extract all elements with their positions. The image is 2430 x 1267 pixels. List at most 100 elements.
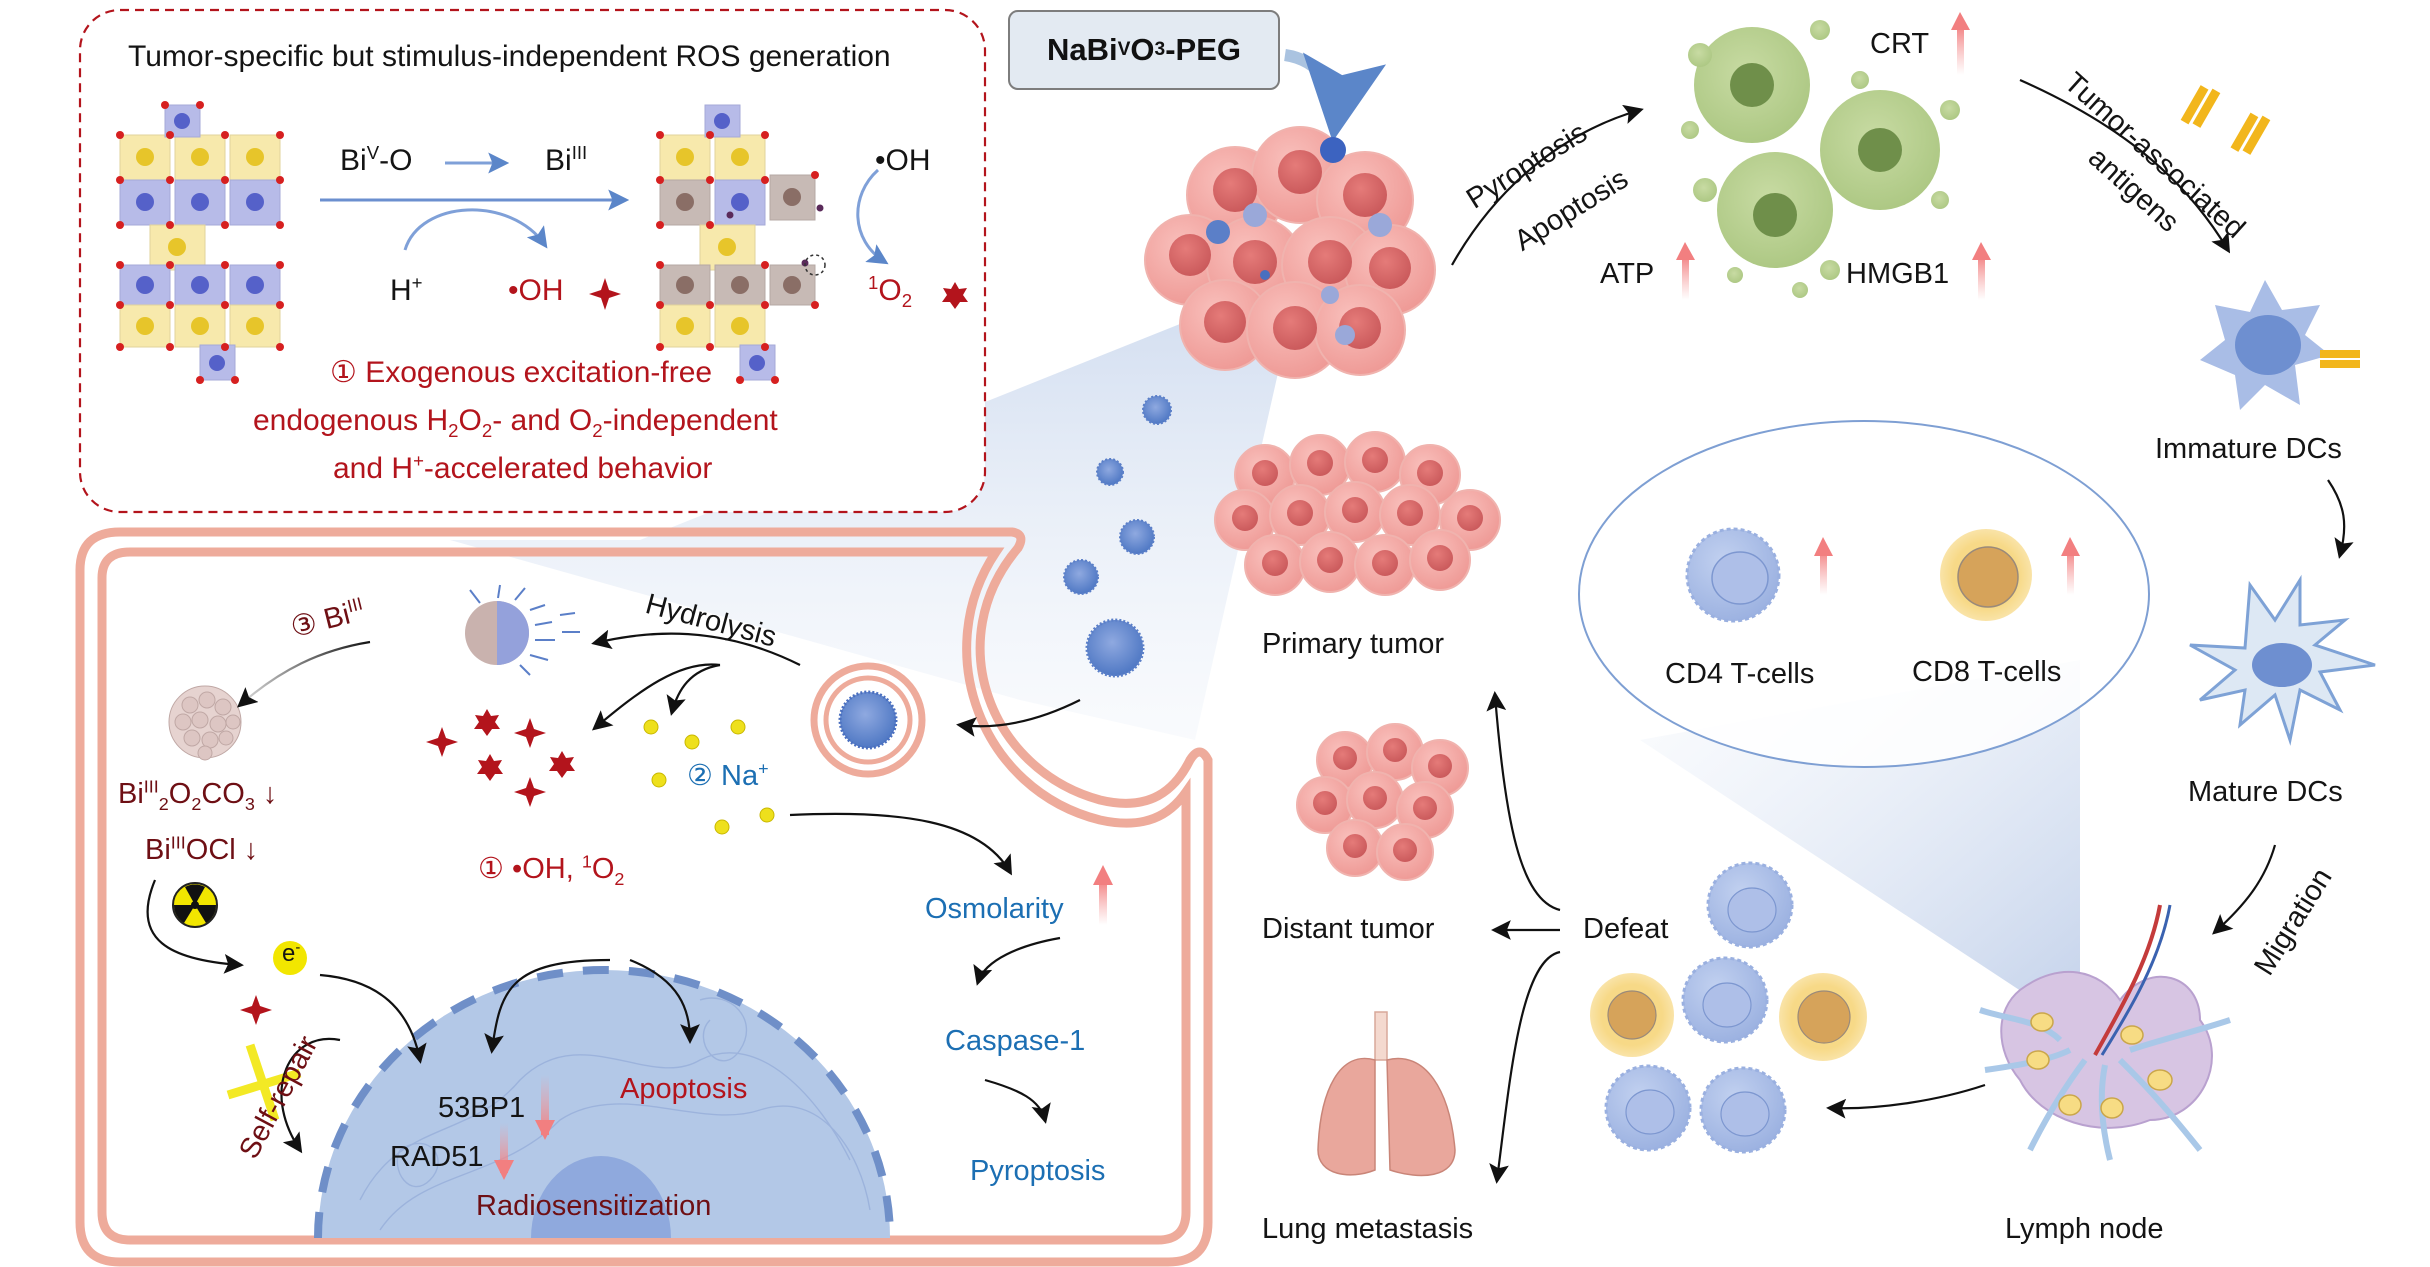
migration-arrow [2212,844,2277,935]
nanoparticle-icon [838,690,898,750]
up-arrow-icon [2061,537,2080,556]
bi2o2co3-label: BiIII2O2CO3 ↓ [118,776,278,814]
up-arrow-icon [1682,255,1689,300]
sodium-ion-label: ② Na+ [687,758,769,792]
delivery-arrow [1283,49,1387,142]
cd4-t-cell-icon [1685,527,1781,623]
cd8-t-cells-label: CD8 T-cells [1912,656,2062,688]
down-arrow-icon [494,1160,514,1180]
biv-o-label: BiV-O [340,142,413,177]
cell-arrows [146,629,1081,1154]
t-cell-icon [1604,1064,1692,1152]
pyroptosis-cell-label: Pyroptosis [970,1155,1106,1187]
caspase1-label: Caspase-1 [945,1025,1086,1057]
lymph-to-tcells-arrow [1826,1083,1986,1119]
maturation-arrow [2327,479,2354,559]
reaction-arrows [320,152,889,265]
cell-death-arrow [1451,104,1644,266]
ros-description-line3: and H+-accelerated behavior [333,450,713,485]
ros-description-line1: ① Exogenous excitation-free [330,356,713,389]
singlet-oxygen-star-icon [942,282,968,309]
biocl-label: BiIIIOCl ↓ [145,832,259,866]
lymph-node-icon [1979,904,2231,1161]
osmolarity-label: Osmolarity [925,893,1064,925]
nanoparticle-icon [1063,559,1099,595]
down-arrow-icon [500,1123,508,1173]
up-arrow-icon [2067,550,2074,595]
up-arrow-icon [1957,25,1964,75]
crystal-structure-reduced-icon [656,104,826,384]
lymph-node-label: Lymph node [2005,1213,2164,1245]
antigen-arrow [2019,78,2231,254]
up-arrow-icon [1972,242,1991,260]
nanoparticle-icon [1119,519,1155,555]
electron-icon [273,941,307,975]
defeat-arrows [1486,691,1561,1184]
up-arrow-icon [1814,537,1833,556]
down-arrow-icon [541,1075,549,1135]
nanoparticle-icon [1142,395,1172,425]
distant-tumor-icon [1296,723,1469,881]
defeat-label: Defeat [1583,913,1669,945]
apoptosis-nucleus-label: Apoptosis [620,1073,748,1105]
ros-panel-title: Tumor-specific but stimulus-independent … [128,40,891,73]
ros-description-line2: endogenous H2O2- and O2-independent [253,404,778,441]
hmgb1-label: HMGB1 [1846,258,1950,290]
bismuth-precipitate-icon [168,685,242,761]
distant-tumor-label: Distant tumor [1262,913,1435,945]
up-arrow-icon [1951,12,1970,30]
sodium-ion-dots [643,719,775,835]
up-arrow-icon [1978,255,1985,300]
mature-dendritic-cell-icon [2189,574,2376,746]
down-arrow-icon [535,1120,555,1140]
mature-dcs-label: Mature DCs [2188,776,2343,808]
cell-membrane [75,527,1213,1267]
primary-tumor-icon [1214,431,1501,596]
hydroxyl-radical-label: •OH [508,274,564,307]
ros-symbols [240,709,575,1025]
t-cell-icon [1779,973,1867,1061]
immature-dendritic-cell-icon [2200,280,2360,410]
cd4-t-cells-label: CD4 T-cells [1665,658,1815,690]
up-arrow-icon [1099,880,1107,925]
blocked-cross-icon [226,1043,302,1122]
t-cell-icon [1706,861,1794,949]
nucleus [314,966,894,1239]
singlet-oxygen-label: 1O2 [868,272,913,311]
zoom-cone-tumor-to-cell [450,300,1290,740]
degrading-nanoparticle-icon [465,584,580,676]
nanoparticle-icon [1085,618,1145,678]
cd8-t-cell-icon [1940,529,2032,621]
primary-tumor-label: Primary tumor [1262,628,1445,660]
nanoparticle-icon [1096,458,1124,486]
lung-icon [1317,1011,1456,1177]
53bp1-label: 53BP1 [438,1092,526,1124]
crt-label: CRT [1870,28,1930,60]
ros-species-label: ① •OH, 1O2 [478,851,625,889]
up-arrow-icon [1676,242,1695,260]
antigen-icon [2180,85,2271,155]
dying-cell-icon [1681,20,1960,298]
t-cell-icon [1681,956,1769,1044]
t-cell-callout-ellipse [1578,420,2150,768]
t-cell-icon [1699,1066,1787,1154]
nanoparticles-outside [1063,395,1172,678]
up-arrow-icon [1093,865,1113,885]
radiosensitization-label: Radiosensitization [476,1190,712,1222]
electron-label: e- [282,940,301,967]
rad51-label: RAD51 [390,1141,484,1173]
lung-metastasis-label: Lung metastasis [1262,1213,1474,1245]
t-cell-icon [1590,973,1674,1057]
immature-dcs-label: Immature DCs [2155,433,2342,465]
activated-t-cells [1590,861,1867,1154]
tumor-cluster-icon [1144,126,1436,379]
up-arrow-icon [1820,550,1827,595]
crystal-structure-icon [116,101,284,384]
h-plus-label: H+ [390,272,423,307]
hydroxyl-radical-right-label: •OH [875,144,931,177]
hydroxyl-radical-star-icon [589,278,621,310]
atp-label: ATP [1600,258,1655,290]
endosome [810,662,926,778]
